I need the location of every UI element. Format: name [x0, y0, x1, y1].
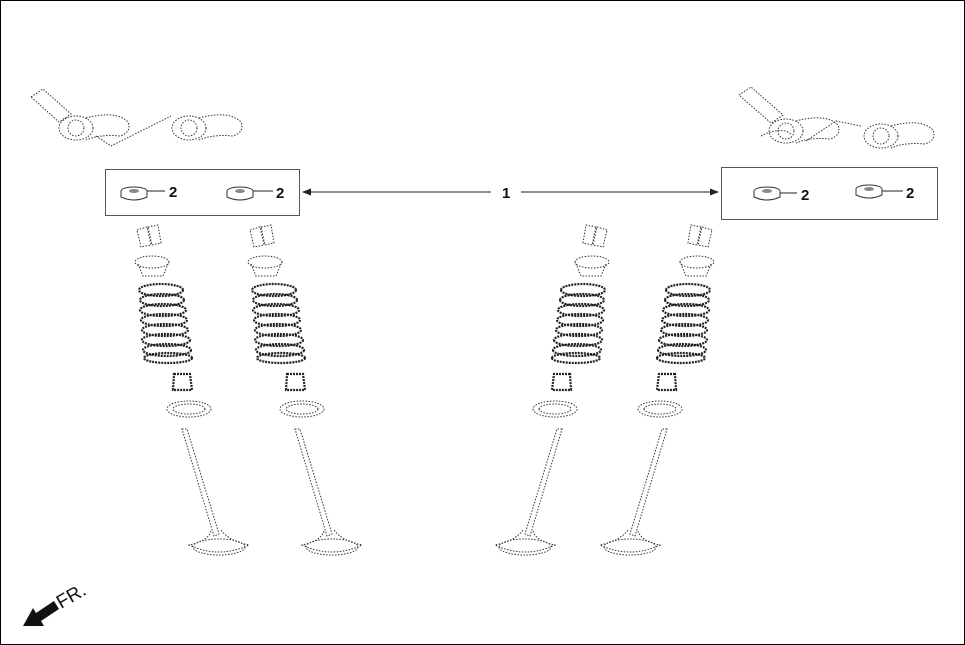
rocker-arm-assembly-left: [30, 88, 243, 147]
callout-label-2: 2: [276, 185, 284, 202]
arrow-down-left-icon: [23, 601, 59, 626]
callout-label-2: 2: [801, 187, 809, 204]
shim-group-box-right: [721, 167, 938, 220]
valve-shim-3: [753, 186, 797, 201]
callout-label-1: 1: [502, 185, 510, 202]
valve-assembly-3: [493, 223, 611, 557]
valve-assembly-2: [246, 223, 364, 557]
valve-shim-1: [120, 186, 165, 201]
valve-assembly-4: [598, 223, 716, 557]
shim-group-box-left: [105, 169, 300, 216]
valve-assembly-1: [133, 223, 251, 557]
callout-label-2: 2: [169, 184, 177, 201]
valve-shim-4: [855, 184, 903, 199]
valve-shim-2: [226, 186, 273, 201]
rocker-arm-assembly-right: [738, 86, 935, 149]
callout-arrows: [302, 188, 719, 196]
callout-label-2: 2: [906, 185, 914, 202]
